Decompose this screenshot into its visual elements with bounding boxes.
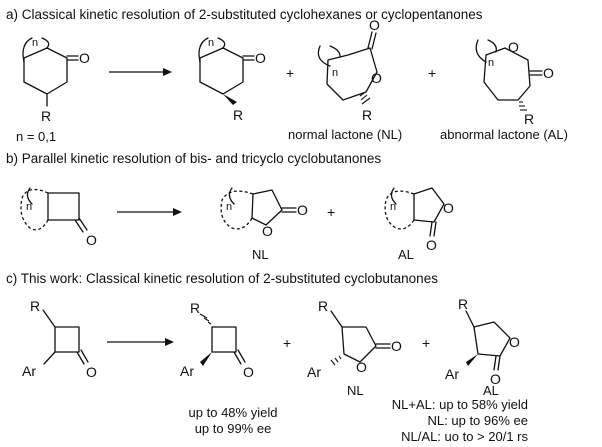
lactone-yield: NL+AL: up to 58% yield [392,397,528,412]
section-a-starting-ketone: n O R [22,37,90,124]
r-substituent: R [318,298,328,314]
r-substituent: R [524,111,534,127]
carbonyl-oxygen: O [79,50,90,66]
plus-sign: + [283,335,291,351]
ketone-yield: up to 48% yield [189,405,278,420]
section-a-recovered-ketone: n O R [198,37,266,123]
ketone-ee: up to 99% ee [195,421,272,436]
ring-index-n: n [332,67,338,79]
wedge-bond [466,354,478,366]
section-c-recovered-cyclobutanone: R Ar O [180,300,254,380]
aryl-substituent: Ar [307,364,321,380]
section-b-nl-label: NL [252,247,269,262]
plus-sign: + [422,335,430,351]
hashed-bond [330,355,342,366]
hashed-bond [519,101,527,111]
r-substituent: R [30,298,40,314]
ring-index-n: n [208,37,214,49]
plus-sign: + [286,65,294,81]
carbonyl-oxygen: O [391,338,402,354]
carbonyl-oxygen: O [243,364,254,380]
section-c-normal-lactone: R Ar O O [307,298,402,380]
ring-index-n: n [488,57,494,69]
section-c-al-label: AL [483,383,499,398]
carbonyl-oxygen: O [255,50,266,66]
section-c-nl-label: NL [347,383,364,398]
hashed-bond [359,92,371,105]
ring-index-n: n [26,201,32,213]
section-b-starting-cyclobutanone: n O [20,187,97,248]
wedge-bond [200,352,212,366]
hashed-bond [199,313,212,325]
section-b-abnormal-lactone: n O O [384,187,454,253]
carbonyl-oxygen: O [297,202,308,218]
carbonyl-oxygen: O [86,364,97,380]
lactone-results: NL+AL: up to 58% yield NL: up to 96% ee … [392,397,529,444]
ketone-results: up to 48% yield up to 99% ee [189,405,278,436]
section-a-normal-lactone: n O O R [317,17,382,123]
carbonyl-oxygen: O [490,371,501,387]
section-b-al-label: AL [398,247,414,262]
ring-oxygen: O [356,359,367,375]
n-values-label: n = 0,1 [16,129,56,144]
section-a-heading: a) Classical kinetic resolution of 2-sub… [6,7,483,22]
ring-oxygen: O [262,223,273,239]
aryl-substituent: Ar [445,366,459,382]
carbonyl-oxygen: O [369,17,380,33]
ring-oxygen: O [371,70,382,86]
section-b-heading: b) Parallel kinetic resolution of bis- a… [6,151,381,166]
section-a-al-label: abnormal lactone (AL) [440,127,568,142]
r-substituent: R [362,107,372,123]
lactone-ee: NL: up to 96% ee [428,413,528,428]
carbonyl-oxygen: O [426,237,437,253]
section-c-arrow [107,338,174,346]
section-b-normal-lactone: n O O [220,187,308,239]
r-substituent: R [233,107,243,123]
carbonyl-oxygen: O [86,232,97,248]
r-substituent: R [190,300,200,316]
section-c-heading: c) This work: Classical kinetic resoluti… [6,271,438,286]
ring-oxygen: O [508,39,519,55]
aryl-substituent: Ar [22,363,36,379]
ring-oxygen: O [443,200,454,216]
ring-index-n: n [390,201,396,213]
aryl-substituent: Ar [180,363,194,379]
r-substituent: R [41,108,51,124]
r-substituent: R [458,296,468,312]
carbonyl-oxygen: O [543,65,554,81]
lactone-rs: NL/AL: uo to > 20/1 rs [401,429,528,444]
section-a-nl-label: normal lactone (NL) [288,127,402,142]
section-b-arrow [117,208,182,216]
ring-index-n: n [226,201,232,213]
section-c-abnormal-lactone: R Ar O O [445,296,520,387]
plus-sign: + [327,204,335,220]
wedge-bond [223,94,237,105]
section-c-starting-cyclobutanone: R Ar O [22,298,97,380]
plus-sign: + [428,65,436,81]
section-a-abnormal-lactone: n O O R [475,39,554,127]
ring-oxygen: O [509,334,520,350]
ring-index-n: n [32,37,38,49]
section-a-arrow [109,68,172,76]
